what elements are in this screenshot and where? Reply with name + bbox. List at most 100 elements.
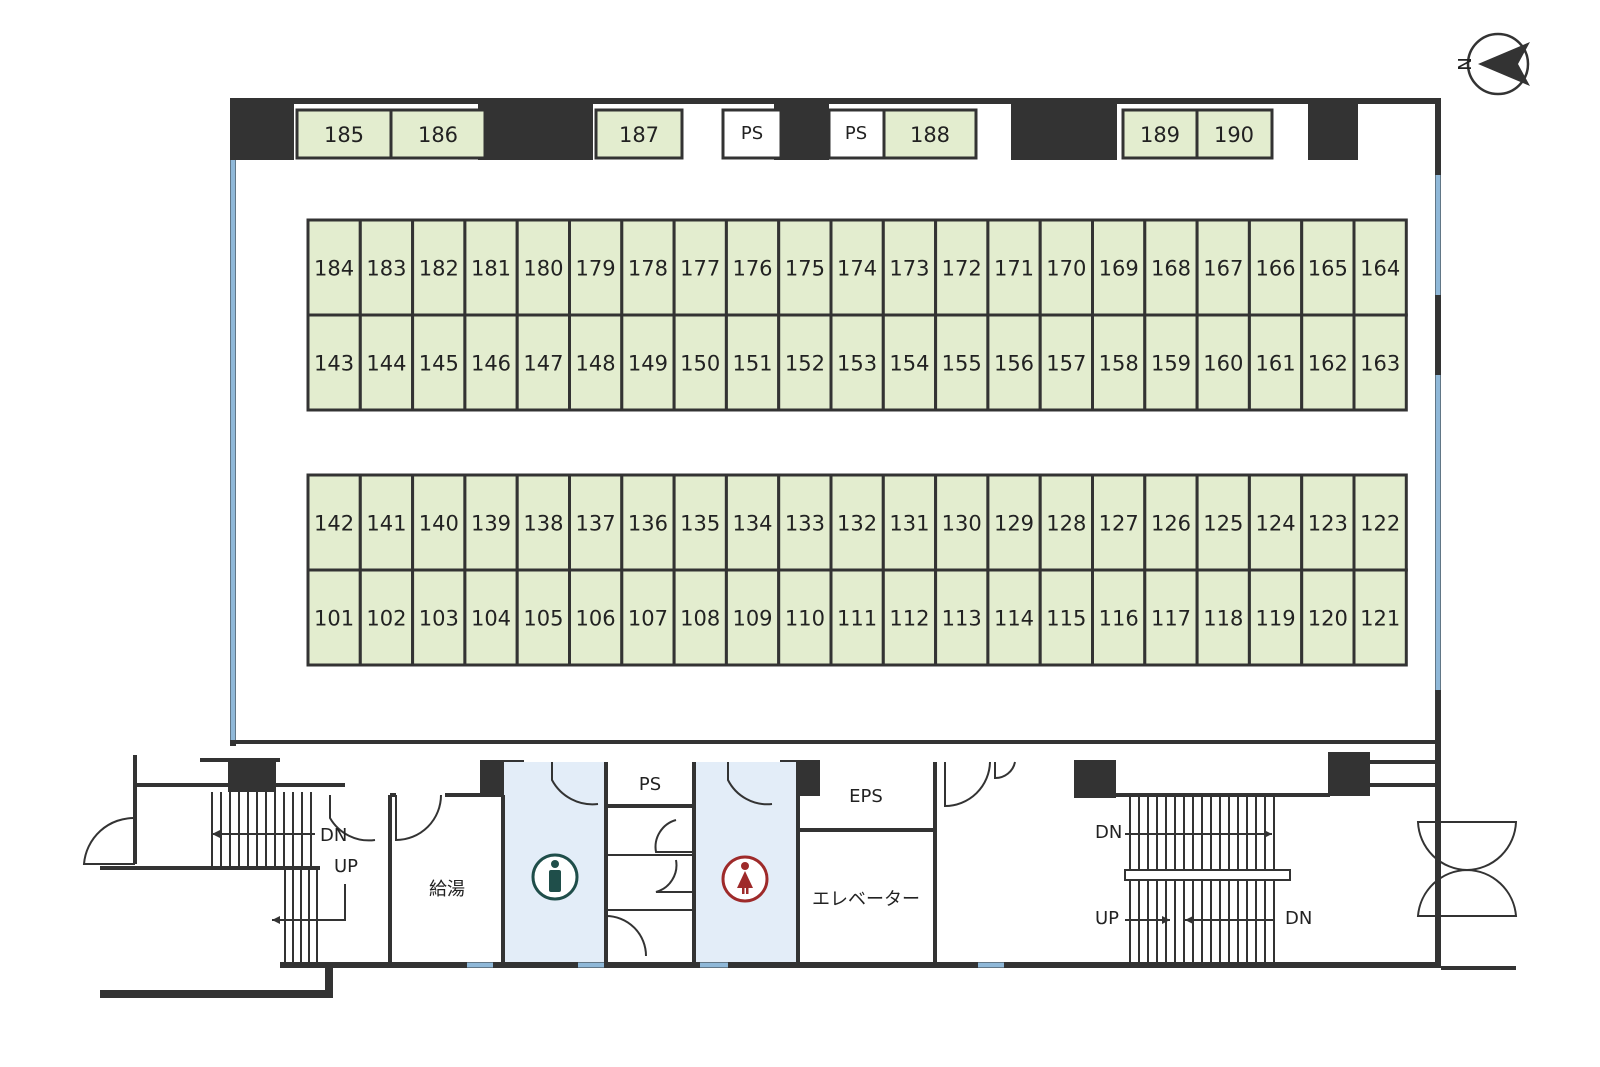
unit-137[interactable]	[568, 473, 624, 572]
unit-156[interactable]	[986, 313, 1042, 412]
stall-door-3[interactable]	[605, 915, 647, 957]
unit-123[interactable]	[1300, 473, 1356, 572]
unit-128-label: 128	[1046, 512, 1086, 536]
unit-115[interactable]	[1038, 568, 1094, 667]
unit-107[interactable]	[620, 568, 676, 667]
mens-door[interactable]	[551, 762, 599, 806]
kitchenette-label: 給湯	[429, 879, 465, 900]
unit-187[interactable]	[594, 108, 684, 160]
unit-139-label: 139	[471, 512, 511, 536]
stair-left-dn-arrowhead	[212, 830, 220, 838]
unit-163[interactable]	[1352, 313, 1408, 412]
ps-label-bottom: PS	[639, 774, 661, 795]
unit-148-label: 148	[576, 352, 616, 376]
revolving-door-bottom[interactable]	[1416, 868, 1518, 917]
unit-190[interactable]	[1195, 108, 1274, 160]
unit-186[interactable]	[389, 108, 487, 160]
unit-116[interactable]	[1091, 568, 1147, 667]
stall-door-1[interactable]	[654, 819, 694, 853]
unit-121[interactable]	[1352, 568, 1408, 667]
exterior-door-left[interactable]	[82, 816, 136, 865]
unit-122[interactable]	[1352, 473, 1408, 572]
unit-120[interactable]	[1300, 568, 1356, 667]
unit-183-label: 183	[366, 257, 406, 281]
unit-164[interactable]	[1352, 218, 1408, 317]
room-labels: PS EPS 給湯 エレベーター	[429, 774, 920, 910]
stair-right-up-label: UP	[1095, 908, 1119, 929]
unit-104-label: 104	[471, 607, 511, 631]
unit-126[interactable]	[1143, 473, 1199, 572]
unit-118-label: 118	[1203, 607, 1243, 631]
unit-166-label: 166	[1256, 257, 1296, 281]
unit-151[interactable]	[724, 313, 781, 412]
unit-169-label: 169	[1099, 257, 1139, 281]
unit-171[interactable]	[986, 218, 1042, 317]
stair-left-door[interactable]	[329, 795, 376, 842]
unit-174[interactable]	[829, 218, 885, 317]
unit-167[interactable]	[1195, 218, 1251, 317]
unit-175-label: 175	[785, 257, 825, 281]
unit-108[interactable]	[672, 568, 728, 667]
unit-165[interactable]	[1300, 218, 1356, 317]
ps-label-top-1: PS	[741, 123, 763, 144]
unit-105[interactable]	[515, 568, 572, 667]
unit-160[interactable]	[1195, 313, 1251, 412]
unit-106[interactable]	[568, 568, 624, 667]
unit-188[interactable]	[882, 108, 978, 160]
unit-113[interactable]	[934, 568, 990, 667]
unit-143[interactable]	[306, 313, 362, 412]
unit-141[interactable]	[358, 473, 415, 572]
unit-173[interactable]	[881, 218, 938, 317]
right-door-2[interactable]	[994, 761, 1016, 780]
unit-119[interactable]	[1247, 568, 1304, 667]
unit-129[interactable]	[986, 473, 1042, 572]
unit-130-label: 130	[942, 512, 982, 536]
unit-182-label: 182	[419, 257, 459, 281]
unit-117[interactable]	[1143, 568, 1199, 667]
unit-185[interactable]	[295, 108, 393, 160]
unit-189[interactable]	[1121, 108, 1199, 160]
womens-door[interactable]	[727, 762, 773, 806]
unit-155[interactable]	[934, 313, 990, 412]
unit-134[interactable]	[724, 473, 781, 572]
right-door-1[interactable]	[944, 761, 991, 808]
unit-108-label: 108	[680, 607, 720, 631]
unit-151-label: 151	[732, 352, 772, 376]
unit-164-label: 164	[1360, 257, 1400, 281]
unit-126-label: 126	[1151, 512, 1191, 536]
unit-166[interactable]	[1247, 218, 1304, 317]
unit-132[interactable]	[829, 473, 885, 572]
stall-door-2[interactable]	[655, 859, 694, 893]
unit-121-label: 121	[1360, 607, 1400, 631]
unit-140[interactable]	[411, 473, 467, 572]
unit-190-label: 190	[1214, 123, 1254, 147]
unit-161[interactable]	[1247, 313, 1304, 412]
unit-158-label: 158	[1099, 352, 1139, 376]
unit-152[interactable]	[777, 313, 833, 412]
unit-169[interactable]	[1091, 218, 1147, 317]
unit-110-label: 110	[785, 607, 825, 631]
unit-112[interactable]	[881, 568, 938, 667]
unit-101[interactable]	[306, 568, 362, 667]
unit-109[interactable]	[724, 568, 781, 667]
unit-130[interactable]	[934, 473, 990, 572]
unit-156-label: 156	[994, 352, 1034, 376]
unit-113-label: 113	[942, 607, 982, 631]
unit-145-label: 145	[419, 352, 459, 376]
unit-101-label: 101	[314, 607, 354, 631]
unit-150[interactable]	[672, 313, 728, 412]
unit-114[interactable]	[986, 568, 1042, 667]
unit-154[interactable]	[881, 313, 938, 412]
north-arrow-icon	[1478, 42, 1530, 86]
unit-116-label: 116	[1099, 607, 1139, 631]
unit-158[interactable]	[1091, 313, 1147, 412]
unit-159[interactable]	[1143, 313, 1199, 412]
kitchen-door[interactable]	[395, 794, 442, 842]
unit-103-label: 103	[419, 607, 459, 631]
bottom-wall	[280, 962, 1441, 968]
revolving-door-top[interactable]	[1416, 821, 1518, 872]
column-bottom-1	[228, 760, 276, 792]
unit-127-label: 127	[1099, 512, 1139, 536]
unit-175[interactable]	[777, 218, 833, 317]
